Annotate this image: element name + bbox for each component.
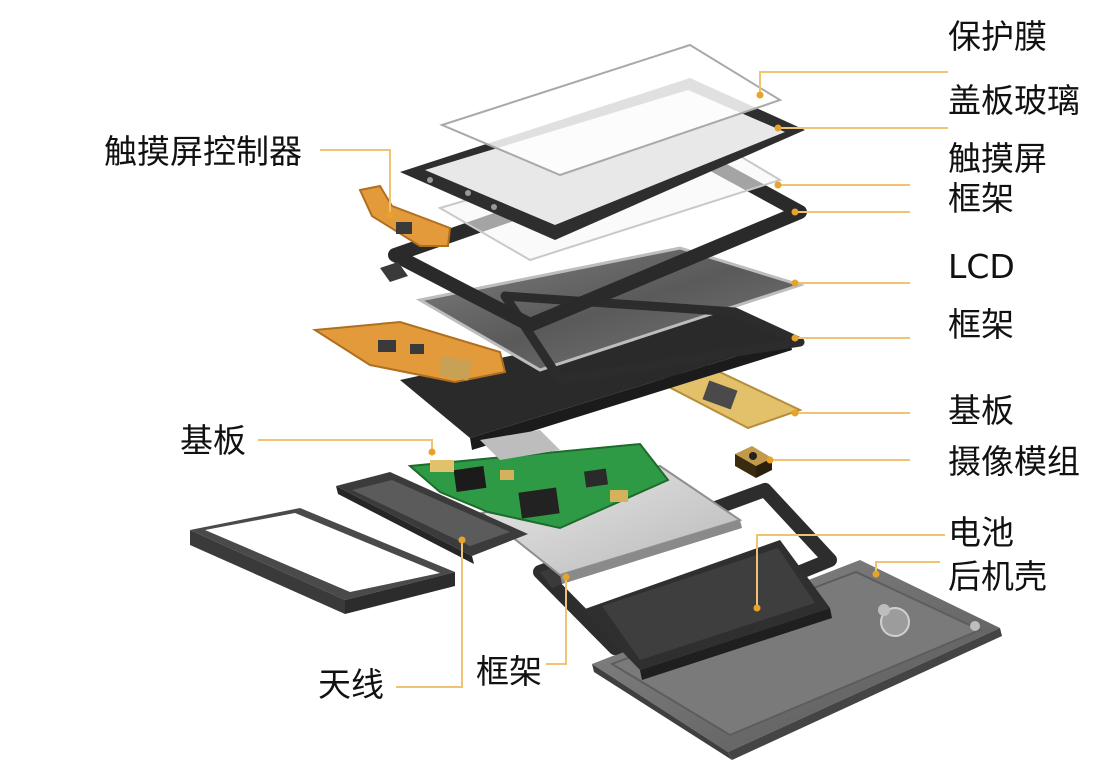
back-shell-part bbox=[592, 560, 1002, 760]
protective-film-part bbox=[439, 43, 783, 177]
leader-dots bbox=[386, 91, 880, 612]
label-substrate-right: 基板 bbox=[948, 391, 1014, 430]
label-lcd: LCD bbox=[948, 247, 1015, 286]
touch-controller-flex-part bbox=[358, 184, 452, 247]
label-substrate-left: 基板 bbox=[180, 421, 246, 460]
label-frame-mid: 框架 bbox=[948, 305, 1014, 344]
mid-frame-part bbox=[500, 291, 805, 385]
battery-part bbox=[582, 540, 832, 680]
label-cover-glass: 盖板玻璃 bbox=[948, 81, 1080, 120]
main-pcb-part bbox=[407, 442, 670, 530]
label-battery: 电池 bbox=[948, 513, 1014, 552]
antenna-bracket-part bbox=[336, 472, 528, 564]
label-antenna: 天线 bbox=[318, 665, 384, 704]
camera-module-part bbox=[735, 446, 772, 478]
label-frame-bottom: 框架 bbox=[476, 652, 542, 691]
label-touch-controller: 触摸屏控制器 bbox=[104, 132, 302, 171]
label-protective-film: 保护膜 bbox=[948, 17, 1047, 56]
label-touch-screen: 触摸屏 bbox=[948, 139, 1047, 178]
leader-lines bbox=[258, 71, 948, 688]
label-back-shell: 后机壳 bbox=[948, 557, 1047, 596]
label-frame-top: 框架 bbox=[948, 179, 1014, 218]
bottom-cover-part bbox=[190, 508, 455, 614]
camera-lens-icon bbox=[880, 607, 910, 637]
lcd-flex-part bbox=[312, 320, 507, 384]
label-camera-module: 摄像模组 bbox=[948, 442, 1080, 481]
